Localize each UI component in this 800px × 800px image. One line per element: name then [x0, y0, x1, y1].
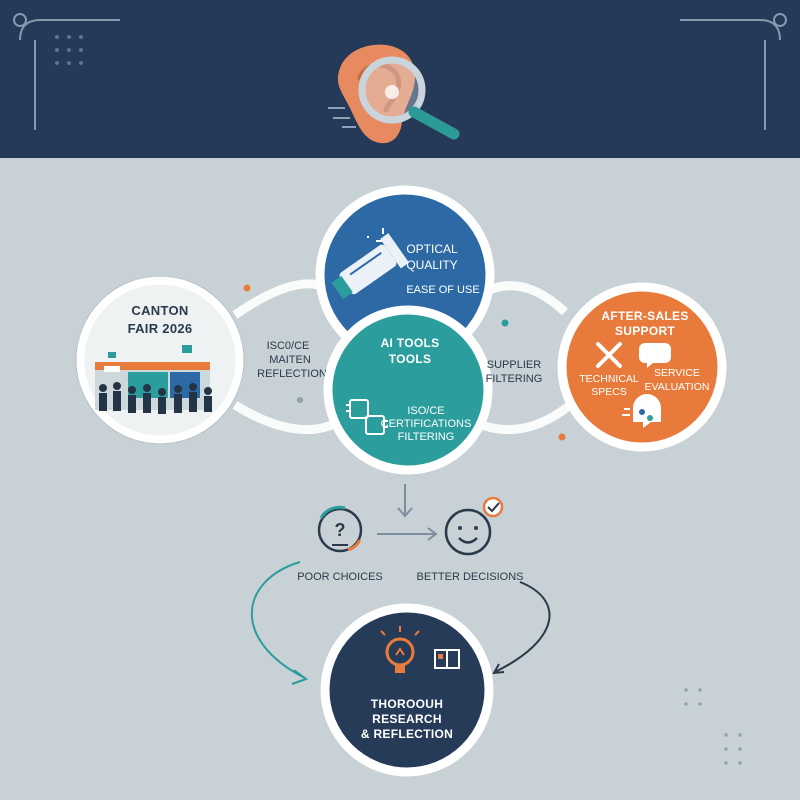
chat-bubble-icon	[639, 343, 671, 368]
curve-arrow-right	[492, 581, 551, 675]
connector-left-line3: REFLECTION	[257, 368, 327, 380]
header-frame	[13, 13, 787, 130]
connector-right-line2: FILTERING	[486, 373, 543, 385]
result-line2: RESEARCH	[372, 712, 442, 726]
smiling-face-check-icon	[444, 496, 504, 556]
headset-chat-icon	[622, 394, 661, 428]
footer-dot-grid	[684, 688, 742, 765]
connector-right-line1: SUPPLIER	[487, 359, 541, 371]
outcome-poor-choices: ? POOR CHOICES	[297, 505, 383, 583]
flashlight-icon	[331, 233, 409, 300]
lightbulb-icon	[380, 626, 420, 673]
svg-text:?: ?	[335, 520, 346, 540]
outcome-better-decisions: BETTER DECISIONS	[417, 496, 524, 583]
node-canton-fair: CANTON FAIR 2026	[75, 275, 245, 445]
node-ai-tools: AI TOOLS TOOLS ISO/CE CERTIFICATIONS FIL…	[323, 305, 493, 475]
tech-line2: SPECS	[591, 386, 627, 398]
result-line3: & REFLECTION	[361, 727, 453, 741]
node-research-reflection: THOROOUH RESEARCH & REFLECTION	[320, 603, 494, 777]
ai-tools-line2: TOOLS	[389, 352, 432, 366]
serv-line2: EVALUATION	[645, 381, 710, 393]
connector-left-line1: ISC0/CE	[267, 340, 310, 352]
connector-left-line2: MAITEN	[269, 354, 311, 366]
open-book-icon	[434, 649, 460, 669]
serv-line1: SERVICE	[654, 367, 700, 379]
poor-choices-label: POOR CHOICES	[297, 571, 383, 583]
down-arrow	[397, 484, 413, 518]
result-line1: THOROOUH	[371, 697, 443, 711]
after-sales-line2: SUPPORT	[615, 324, 675, 338]
ai-tools-line1: AI TOOLS	[381, 336, 440, 350]
optical-line1: OPTICAL	[406, 242, 458, 256]
tools-icon	[596, 342, 622, 368]
ai-tools-line3: ISO/CE	[407, 405, 444, 417]
after-sales-line1: AFTER-SALES	[601, 309, 688, 323]
poor-to-better-arrow	[377, 527, 438, 541]
optical-line3: EASE OF USE	[406, 284, 479, 296]
node-after-sales: AFTER-SALES SUPPORT TECHNICAL SPECS SERV…	[557, 282, 727, 452]
ai-tools-line4: CERTIFICATIONS	[381, 418, 472, 430]
canton-title-line1: CANTON	[131, 303, 188, 318]
trade-fair-crowd-icon	[95, 345, 212, 414]
canton-title-line2: FAIR 2026	[128, 321, 193, 336]
header-dot-grid	[55, 35, 83, 65]
ai-tools-line5: FILTERING	[398, 431, 455, 443]
confused-face-icon: ?	[317, 505, 363, 553]
optical-line2: QUALITY	[406, 258, 457, 272]
tech-line1: TECHNICAL	[579, 373, 639, 385]
chip-icon	[346, 399, 388, 435]
ear-magnifier-icon	[328, 44, 460, 144]
curve-arrow-left	[250, 561, 309, 685]
better-decisions-label: BETTER DECISIONS	[417, 571, 524, 583]
